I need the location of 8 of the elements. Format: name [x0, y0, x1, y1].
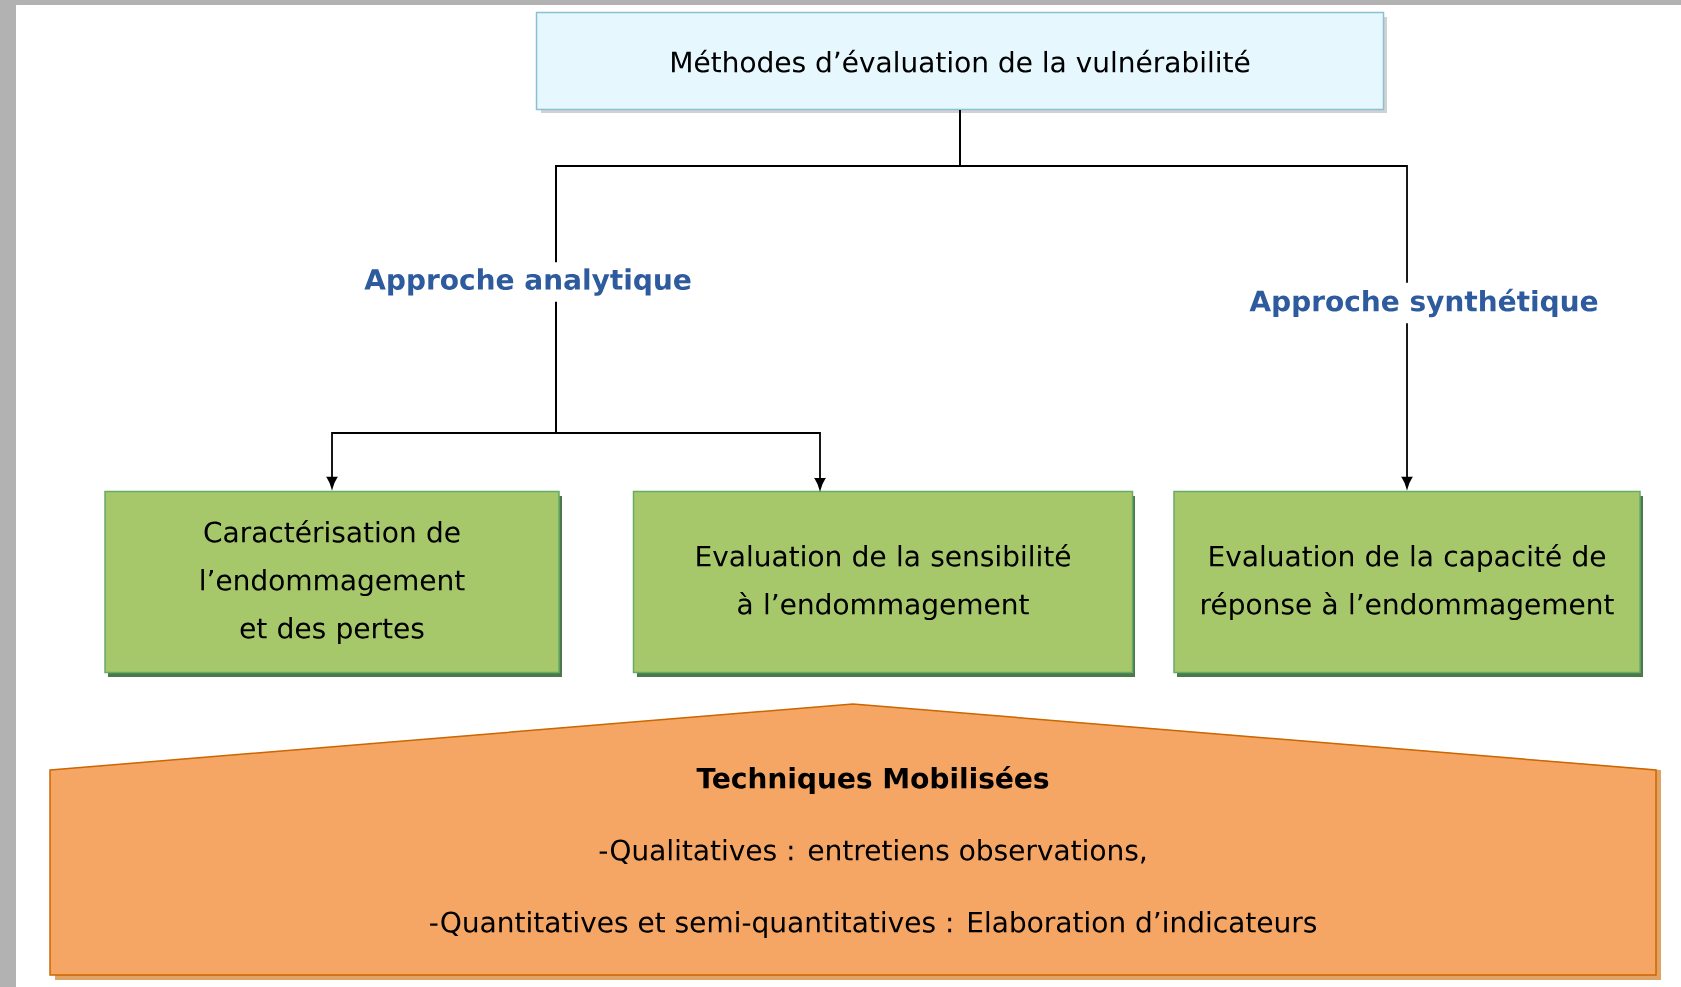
process-box: Caractérisation de l’endommagement et des pertes [104, 490, 562, 677]
edge-label: Approche analytique [358, 262, 698, 302]
pentagon-banner: Techniques Mobilisées -Qualitatives : entretiens observations, -Quantitatives et semi-quantitatives : Elaboration d’indicateurs [49, 703, 1661, 980]
arrow [959, 109, 1413, 489]
edge-label: Approche synthétique [1243, 282, 1605, 324]
title-box: Méthodes d’évaluation de la vulnérabilité [535, 11, 1387, 113]
process-box: Evaluation de la capacité de réponse à l’endommagement [1173, 490, 1643, 677]
process-box: Evaluation de la sensibilité à l’endommagement [632, 490, 1135, 677]
